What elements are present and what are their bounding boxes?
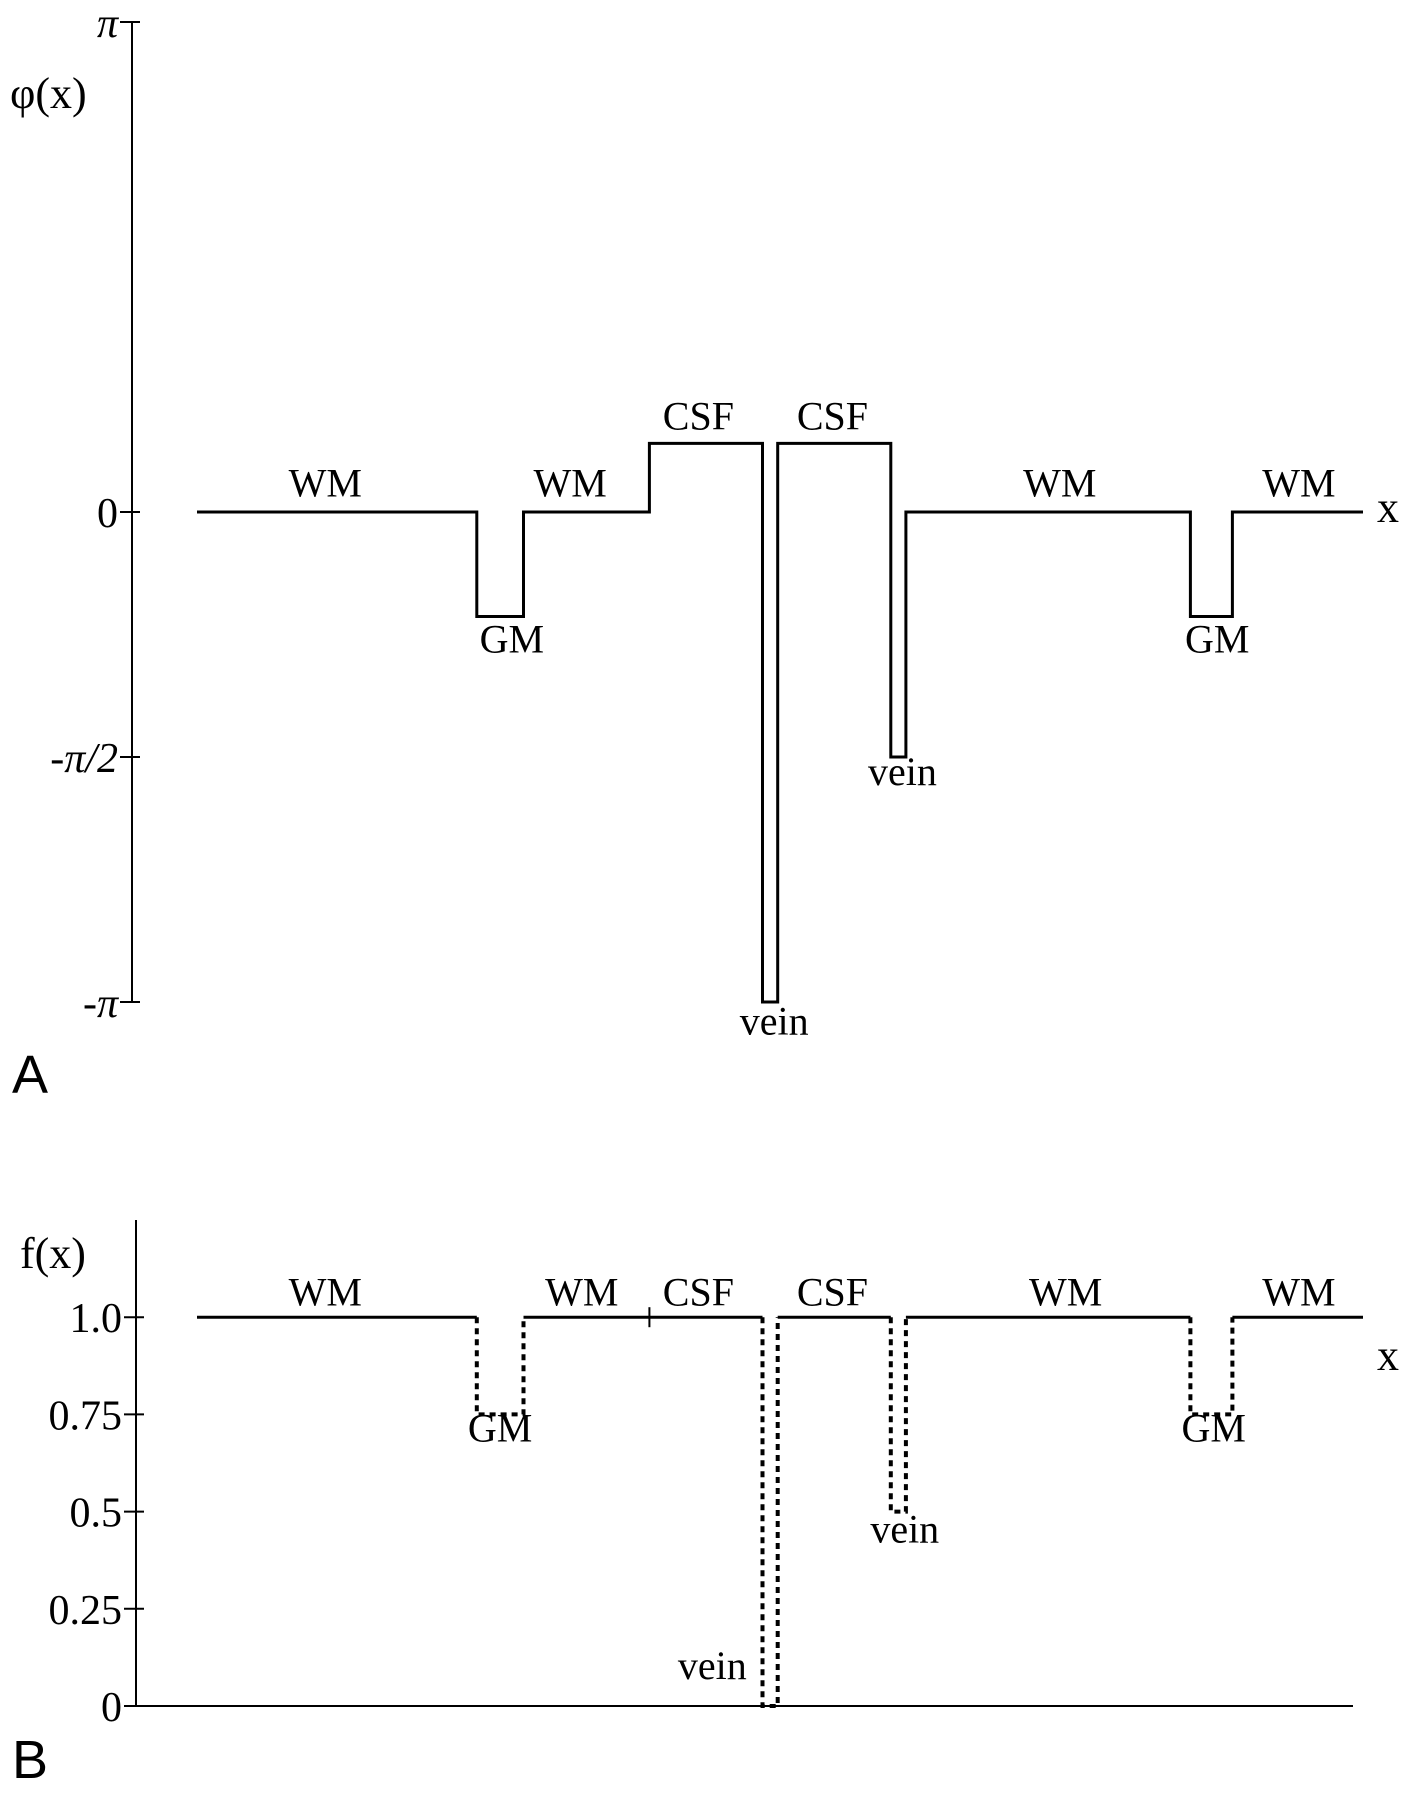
region-label: GM: [468, 1406, 532, 1451]
series-line: [197, 441, 1363, 1004]
y-tick-label: 1.0: [70, 1296, 123, 1342]
region-label: vein: [740, 999, 809, 1044]
region-label: WM: [533, 460, 606, 505]
region-label: WM: [545, 1270, 618, 1315]
region-label: CSF: [797, 393, 868, 438]
region-label: WM: [1262, 460, 1335, 505]
panel-label: A: [12, 1045, 48, 1105]
region-label: vein: [868, 749, 937, 794]
y-tick-label: 0.25: [49, 1588, 123, 1634]
region-label: WM: [1029, 1270, 1102, 1315]
y-tick-label: π: [97, 1, 119, 47]
y-tick-label: 0.75: [49, 1393, 123, 1439]
y-tick-label: 0.5: [70, 1491, 123, 1537]
panel-a: π 0 -π/2 -π φ(x) xA WM GM WM CSF vein CSF vein WM GM WM: [10, 1, 1399, 1105]
x-axis-label: x: [1377, 1331, 1399, 1380]
region-label: WM: [289, 460, 362, 505]
series-dotted-segment: [760, 1317, 780, 1708]
y-tick-label: -π: [83, 981, 119, 1027]
region-label: vein: [678, 1643, 747, 1688]
region-label: WM: [1023, 460, 1096, 505]
region-label: GM: [1182, 1406, 1246, 1451]
y-tick-label: -π/2: [50, 736, 118, 782]
region-label: GM: [480, 616, 544, 661]
series-dotted-segment: [888, 1317, 908, 1514]
region-label: GM: [1185, 616, 1249, 661]
y-tick-label: 0: [101, 1685, 122, 1731]
series-dotted-segment: [474, 1317, 526, 1417]
region-label: WM: [1262, 1270, 1335, 1315]
region-label: CSF: [663, 1270, 734, 1315]
y-axis-label: f(x): [20, 1229, 86, 1278]
region-label: WM: [289, 1270, 362, 1315]
panel-b: 1.0 0.75 0.5 0.25 0 f(x) xB WM GM WM CSF vein CSF vei…: [12, 1220, 1399, 1790]
panel-label: B: [12, 1730, 48, 1790]
region-label: vein: [870, 1507, 939, 1552]
region-label: CSF: [663, 393, 734, 438]
y-axis-label: φ(x): [10, 69, 87, 118]
x-axis-label: x: [1377, 483, 1399, 532]
region-label: CSF: [797, 1270, 868, 1315]
y-tick-label: 0: [97, 491, 118, 537]
series-dotted-segment: [1188, 1317, 1235, 1417]
